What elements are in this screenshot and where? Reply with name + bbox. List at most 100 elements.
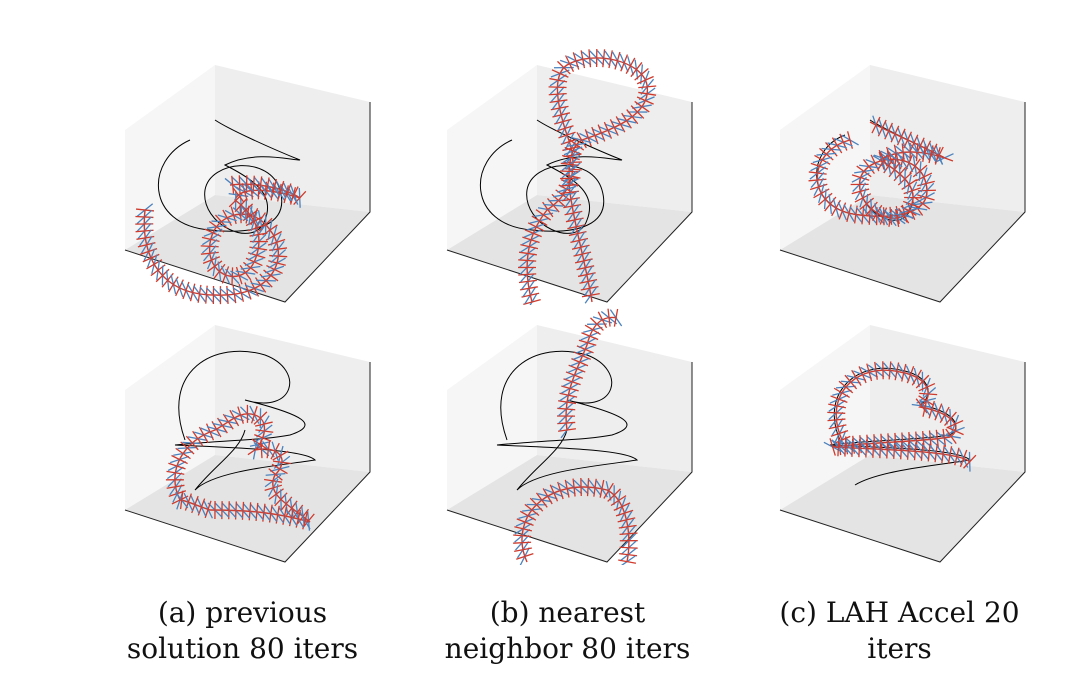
pane-back: [215, 325, 370, 472]
red-tick: [827, 411, 846, 414]
red-tick: [613, 308, 619, 327]
red-tick: [551, 69, 569, 78]
red-tick: [552, 112, 571, 118]
red-tick: [615, 116, 626, 133]
red-tick: [851, 188, 870, 195]
red-tick: [277, 183, 282, 202]
red-tick: [254, 421, 273, 427]
red-tick: [272, 450, 289, 461]
red-tick: [886, 440, 889, 459]
red-tick: [879, 440, 882, 459]
red-tick: [915, 374, 930, 389]
red-tick: [529, 497, 544, 512]
red-tick: [878, 149, 888, 167]
frame-ticks: [517, 48, 657, 305]
red-tick: [614, 51, 621, 70]
axis-edges: [779, 102, 1026, 303]
red-tick: [239, 264, 252, 281]
red-tick: [597, 311, 608, 329]
red-tick: [213, 263, 226, 279]
red-tick: [568, 138, 585, 151]
red-tick: [638, 91, 657, 96]
red-tick: [521, 292, 540, 298]
plot-3d-c-top: [779, 65, 1026, 303]
red-tick: [166, 484, 185, 489]
solution-trail: [143, 183, 301, 296]
axis-edges: [779, 362, 1026, 563]
red-tick: [851, 369, 862, 386]
caption-a: (a) previous solution 80 iters: [95, 595, 390, 667]
red-tick: [270, 442, 280, 460]
red-tick: [928, 143, 938, 161]
red-tick: [886, 146, 894, 165]
red-tick: [903, 187, 921, 195]
reference-curve: [158, 119, 301, 234]
axes-box: [124, 325, 371, 563]
pane-floor: [780, 195, 1025, 302]
caption-b-line2: neighbor 80 iters: [444, 632, 691, 665]
red-tick: [557, 407, 576, 411]
red-tick: [945, 428, 957, 445]
red-tick: [963, 454, 977, 469]
red-tick: [615, 509, 634, 517]
frame-ticks: [513, 308, 638, 565]
red-tick: [271, 463, 288, 475]
red-tick: [514, 547, 532, 552]
red-tick: [844, 374, 858, 390]
red-tick: [856, 165, 872, 178]
red-tick: [264, 484, 283, 492]
red-tick: [884, 122, 894, 140]
red-tick: [198, 426, 209, 444]
red-tick: [922, 399, 928, 417]
red-tick: [909, 158, 921, 174]
red-tick: [909, 134, 919, 152]
red-tick: [586, 478, 590, 497]
red-tick: [179, 491, 184, 510]
red-tick: [263, 478, 282, 483]
red-tick: [928, 400, 935, 419]
red-tick: [557, 481, 564, 500]
red-tick: [558, 400, 577, 405]
red-tick: [564, 479, 570, 498]
red-tick: [579, 279, 598, 284]
pane-back: [215, 65, 370, 212]
red-tick: [531, 215, 548, 226]
red-tick: [518, 279, 537, 284]
red-tick: [602, 49, 606, 68]
red-tick: [524, 503, 540, 516]
red-tick: [621, 112, 632, 129]
red-tick: [260, 440, 263, 459]
red-tick: [902, 200, 921, 209]
red-tick: [626, 109, 639, 125]
red-tick: [610, 495, 627, 507]
red-tick: [829, 438, 836, 456]
red-tick: [222, 413, 234, 430]
red-tick: [556, 125, 574, 132]
red-tick: [200, 251, 219, 255]
red-tick: [221, 266, 230, 284]
caption-c: (c) LAH Accel 20 iters: [752, 595, 1047, 667]
red-tick: [232, 187, 245, 203]
red-tick: [519, 510, 537, 521]
red-tick: [810, 162, 829, 170]
red-tick: [204, 500, 212, 519]
red-tick: [918, 382, 936, 392]
red-tick: [599, 479, 605, 498]
red-tick: [922, 140, 932, 158]
red-tick: [872, 439, 875, 458]
red-tick: [893, 440, 896, 459]
red-tick: [871, 116, 881, 134]
red-tick: [942, 428, 947, 447]
frame-ticks: [165, 404, 315, 531]
reference-curve: [496, 350, 639, 491]
red-tick: [828, 403, 847, 409]
red-tick: [917, 194, 935, 201]
red-tick: [197, 498, 206, 516]
red-tick: [917, 180, 935, 187]
axis-edges: [124, 102, 371, 303]
red-tick: [890, 125, 900, 143]
red-tick: [838, 380, 854, 394]
axes-box: [446, 65, 693, 303]
red-tick: [898, 207, 910, 224]
red-tick: [523, 299, 541, 305]
